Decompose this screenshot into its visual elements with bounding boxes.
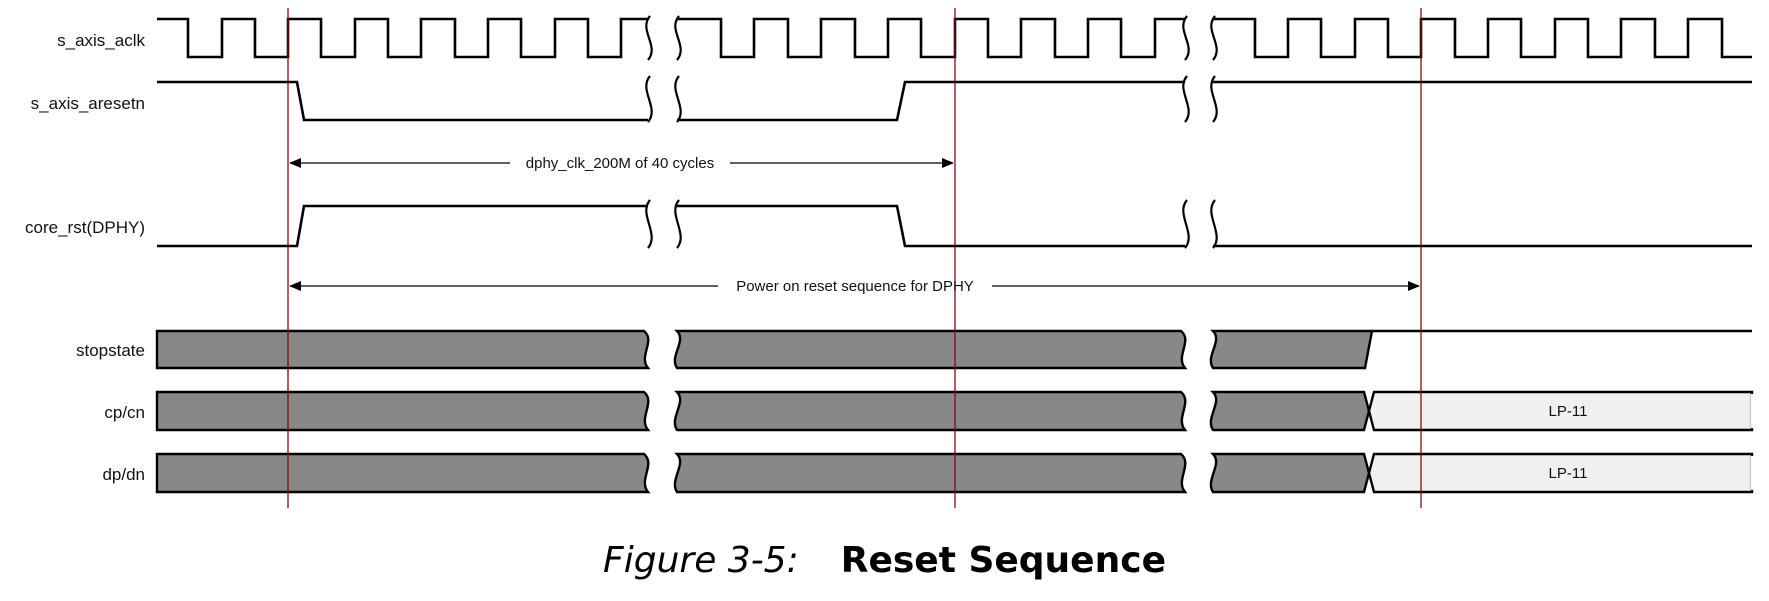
time-break-squiggles [645, 15, 1218, 249]
figure-title: Reset Sequence [840, 540, 1166, 581]
bus-unknown-segment-1 [155, 329, 651, 370]
bus-unknown-segment-1 [155, 390, 651, 432]
break-2-left-row-3 [1182, 199, 1190, 249]
break-1-right-row-2 [674, 75, 682, 123]
break-1-right-row-3 [674, 199, 682, 249]
bus-lp11-segment [1367, 390, 1754, 432]
break-2-left-row-1 [1182, 15, 1190, 61]
timing-diagram: s_axis_aclk s_axis_aresetn core_rst(DPHY… [25, 8, 1755, 508]
bus-value-dp-dn: LP-11 [1549, 465, 1588, 482]
signal-label-s-axis-aclk: s_axis_aclk [57, 31, 145, 50]
signal-label-core-rst: core_rst(DPHY) [25, 218, 145, 237]
waveform-cp-cn [155, 390, 1755, 432]
signal-label-s-axis-aresetn: s_axis_aresetn [31, 94, 145, 113]
bus-unknown-segment-2 [673, 390, 1188, 432]
annotation-text: Power on reset sequence for DPHY [736, 278, 974, 295]
break-1-right-row-1 [674, 15, 682, 61]
bus-right-clip [1751, 456, 1755, 490]
bus-lp11-segment [1367, 452, 1754, 494]
core-rst-segment-2 [677, 204, 1185, 248]
bus-unknown-segment-1 [155, 452, 651, 494]
bus-unknown-segment-3 [1209, 452, 1371, 494]
signal-label-stopstate: stopstate [76, 341, 145, 360]
waveform-core-rst [157, 204, 1752, 248]
break-1-left-row-1 [645, 15, 653, 61]
aresetn-segment-2 [677, 80, 1185, 122]
annotation-clk-40-cycles: dphy_clk_200M of 40 cycles [289, 155, 954, 172]
bus-value-cp-cn: LP-11 [1549, 403, 1588, 420]
break-1-left-row-3 [645, 199, 653, 249]
figure-number: Figure 3-5: [603, 540, 799, 581]
waveform-s-axis-aclk [157, 17, 1752, 59]
clock-segment-3 [1213, 17, 1752, 59]
signal-label-cp-cn: cp/cn [104, 403, 145, 422]
break-1-left-row-2 [645, 75, 653, 123]
figure-caption: Figure 3-5: Reset Sequence [0, 540, 1769, 581]
bus-unknown-segment-3 [1209, 329, 1374, 370]
annotation-text: dphy_clk_200M of 40 cycles [526, 155, 714, 172]
bus-unknown-segment-3 [1209, 390, 1371, 432]
signal-label-dp-dn: dp/dn [102, 465, 145, 484]
clock-segment-2 [677, 17, 1185, 59]
bus-right-clip [1751, 394, 1755, 428]
break-2-right-row-3 [1210, 199, 1218, 249]
annotation-power-on-reset: Power on reset sequence for DPHY [289, 278, 1420, 295]
bus-unknown-segment-2 [673, 329, 1188, 370]
waveform-s-axis-aresetn [157, 80, 1752, 122]
break-2-right-row-2 [1210, 75, 1218, 123]
waveform-dp-dn [155, 452, 1755, 494]
waveform-stopstate [155, 329, 1752, 370]
core-rst-segment-1 [157, 204, 648, 248]
bus-unknown-segment-2 [673, 452, 1188, 494]
break-2-right-row-1 [1210, 15, 1218, 61]
break-2-left-row-2 [1182, 75, 1190, 123]
clock-segment-1 [157, 17, 648, 59]
aresetn-segment-1 [157, 80, 648, 122]
